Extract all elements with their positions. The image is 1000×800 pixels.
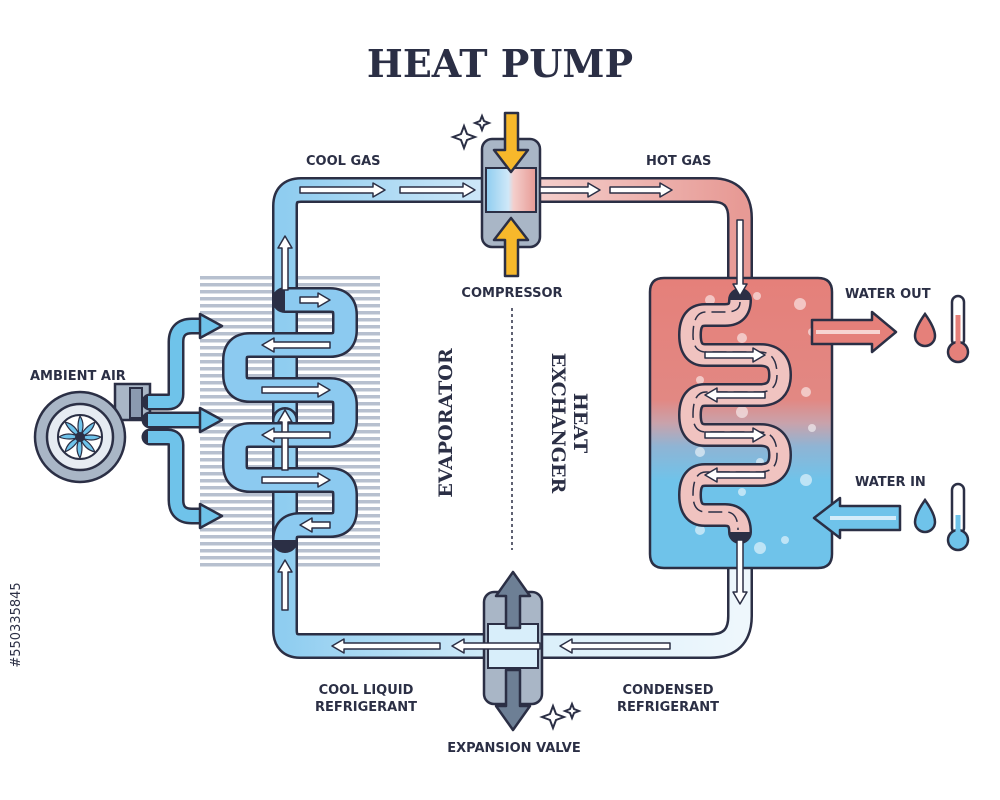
hot-thermometer-icon xyxy=(946,294,970,364)
hot-gas-label: HOT GAS xyxy=(646,154,711,169)
cool-gas-label: COOL GAS xyxy=(306,154,381,169)
condensed-label-line2: REFRIGERANT xyxy=(617,700,719,715)
fan-blade xyxy=(76,435,83,460)
bubble xyxy=(737,333,747,343)
water-in-arrow xyxy=(812,496,902,540)
flow-arrow xyxy=(261,472,331,488)
image-id-watermark: #550335845 xyxy=(9,582,24,667)
valve-sparkle-icon xyxy=(539,701,582,731)
cold-thermometer-icon xyxy=(946,482,970,552)
bubble xyxy=(738,488,746,496)
bubble xyxy=(695,525,705,535)
bubble xyxy=(705,295,715,305)
flow-arrow xyxy=(277,409,293,471)
flow-arrows xyxy=(261,182,766,654)
flow-arrow xyxy=(261,337,331,353)
ambient-air-fan xyxy=(33,382,152,484)
cold-water-drop-icon xyxy=(913,497,937,534)
bubble xyxy=(781,536,789,544)
flow-arrow xyxy=(732,219,748,297)
evaporator-label: EVAPORATOR xyxy=(435,348,457,498)
hot-water-drop-icon xyxy=(913,311,937,348)
heat-exchanger-tank xyxy=(648,276,834,570)
flow-arrow xyxy=(399,182,476,198)
air-flow-arrows xyxy=(141,312,224,530)
flow-arrow xyxy=(261,382,331,398)
compressor-label: COMPRESSOR xyxy=(461,286,562,301)
water-out-label: WATER OUT xyxy=(845,287,931,302)
fan-blade xyxy=(78,421,96,439)
bubble xyxy=(801,387,811,397)
flow-arrow xyxy=(704,387,766,403)
flow-arrow xyxy=(732,539,748,605)
fan-blade xyxy=(64,435,82,453)
flow-arrow xyxy=(539,182,601,198)
flow-arrow xyxy=(704,467,766,483)
compressor-sparkle-icon xyxy=(450,113,492,151)
fan-blade xyxy=(77,414,84,439)
flow-arrow xyxy=(299,182,386,198)
bubble xyxy=(794,298,806,310)
flow-arrow xyxy=(299,517,331,533)
bubble xyxy=(754,542,766,554)
diagram-title: HEAT PUMP xyxy=(367,41,633,86)
condensed-label-line1: CONDENSED xyxy=(622,683,713,698)
flow-arrow xyxy=(261,427,331,443)
flow-arrow xyxy=(277,235,293,291)
fan-blade xyxy=(57,433,82,440)
heat-exchanger-label-line1: HEAT xyxy=(569,393,591,453)
bubble xyxy=(736,406,748,418)
bubble xyxy=(808,424,816,432)
expansion-valve-label: EXPANSION VALVE xyxy=(447,741,581,756)
fan-blade xyxy=(64,421,82,439)
cool-liquid-label-line2: REFRIGERANT xyxy=(315,700,417,715)
bubble xyxy=(753,292,761,300)
flow-arrow xyxy=(331,638,441,654)
fan-blade xyxy=(78,434,103,441)
flow-arrow xyxy=(277,559,293,611)
bubble xyxy=(695,447,705,457)
flow-arrow xyxy=(559,638,671,654)
ambient-air-label: AMBIENT AIR xyxy=(30,369,126,384)
bubble xyxy=(696,376,704,384)
flow-arrow xyxy=(704,427,766,443)
expansion-valve xyxy=(482,570,544,732)
cool-liquid-label-line1: COOL LIQUID xyxy=(319,683,414,698)
flow-arrow xyxy=(704,347,766,363)
water-out-arrow xyxy=(810,310,898,354)
bubble xyxy=(800,474,812,486)
water-in-label: WATER IN xyxy=(855,475,926,490)
compressor xyxy=(480,111,542,278)
flow-arrow xyxy=(609,182,673,198)
flow-arrow xyxy=(451,638,541,654)
flow-arrow xyxy=(299,292,331,308)
heat-exchanger-label-line2: EXCHANGER xyxy=(547,353,569,494)
fan-blade xyxy=(78,435,96,453)
